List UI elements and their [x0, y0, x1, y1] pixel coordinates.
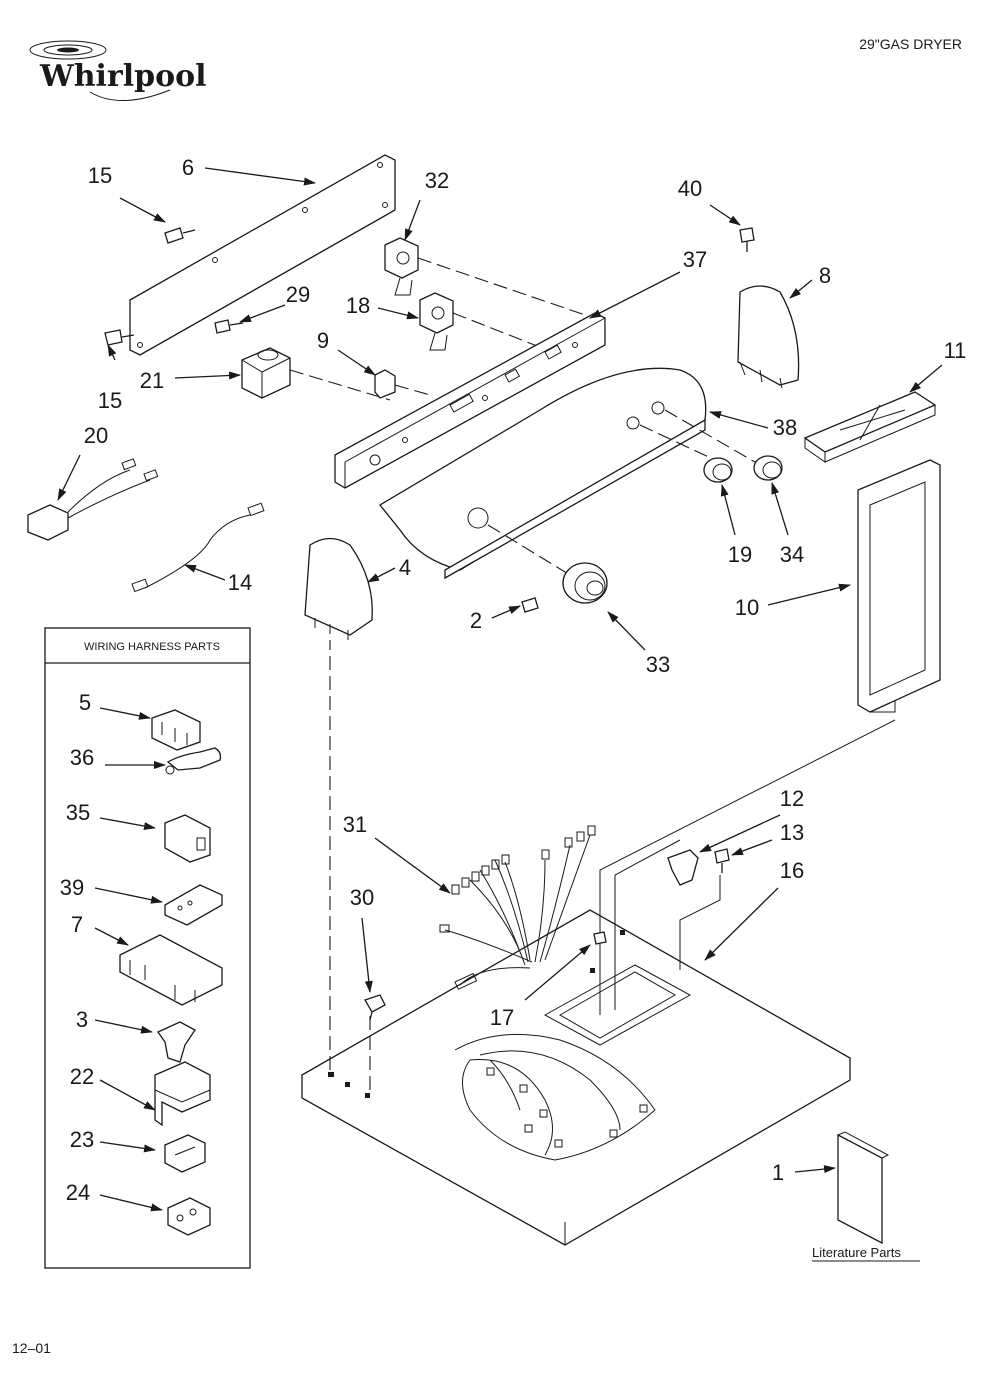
- callout-9: 9: [317, 328, 329, 353]
- timer: [241, 347, 291, 399]
- end-cap-right: [737, 285, 800, 389]
- callout-33: 33: [646, 652, 670, 677]
- callout-23: 23: [70, 1127, 94, 1152]
- callout-labels: 15 6 15 29 21 9 32 18 40 8 37 11 38 19 3…: [60, 155, 967, 1205]
- callout-34: 34: [780, 542, 804, 567]
- callout-15-bottom: 15: [98, 388, 122, 413]
- wiring-harness-box-title: WIRING HARNESS PARTS: [84, 641, 220, 653]
- callout-38: 38: [773, 415, 797, 440]
- callout-11: 11: [944, 338, 967, 363]
- end-cap-left: [304, 537, 373, 640]
- leader-lines: [57, 167, 943, 1212]
- callout-6: 6: [182, 155, 194, 180]
- wiring-harness-box: WIRING HARNESS PARTS: [44, 627, 251, 1269]
- harness-20: [27, 458, 159, 541]
- connector-7: [119, 934, 223, 1006]
- connector-23: [164, 1134, 206, 1173]
- connector-3: [157, 1021, 196, 1063]
- callout-19: 19: [728, 542, 752, 567]
- callout-20: 20: [84, 423, 108, 448]
- callout-14: 14: [228, 570, 252, 595]
- literature-label: Literature Parts: [812, 1245, 901, 1260]
- screw-40: [739, 227, 755, 252]
- callout-39: 39: [60, 875, 84, 900]
- brand-name: Whirlpool: [39, 59, 207, 94]
- callout-8: 8: [819, 263, 831, 288]
- callout-4: 4: [399, 555, 411, 580]
- callout-17: 17: [490, 1005, 514, 1030]
- switch-32: [384, 237, 419, 296]
- lint-screen: [803, 391, 937, 463]
- callout-29: 29: [286, 282, 310, 307]
- footer-code: 12–01: [12, 1340, 51, 1356]
- callout-13: 13: [780, 820, 804, 845]
- knob-34: [753, 455, 783, 481]
- callout-5: 5: [79, 690, 91, 715]
- connector-22: [154, 1061, 211, 1127]
- callout-36: 36: [70, 745, 94, 770]
- callout-35: 35: [66, 800, 90, 825]
- callout-2: 2: [470, 608, 482, 633]
- top-panel: [300, 909, 852, 1246]
- callout-30: 30: [350, 885, 374, 910]
- callout-10: 10: [735, 595, 759, 620]
- bracket-9: [374, 369, 396, 399]
- wire-harness-main: [439, 825, 596, 990]
- callout-7: 7: [71, 912, 83, 937]
- callout-18: 18: [346, 293, 370, 318]
- clip-12: [667, 849, 699, 886]
- screw-2: [521, 597, 539, 613]
- callout-12: 12: [780, 786, 804, 811]
- screw-15-top: [164, 227, 196, 244]
- connector-5: [151, 709, 201, 751]
- control-console: [379, 367, 707, 580]
- callout-24: 24: [66, 1180, 90, 1205]
- screw-29: [214, 319, 244, 334]
- callout-32: 32: [425, 168, 449, 193]
- callout-31: 31: [343, 812, 367, 837]
- callout-40: 40: [678, 176, 702, 201]
- wire-14: [131, 502, 265, 593]
- callout-16: 16: [780, 858, 804, 883]
- wire-harness-lower: [454, 1033, 656, 1161]
- screw-15-bottom: [104, 329, 135, 346]
- rear-panel: [129, 154, 396, 356]
- terminal-36: [165, 747, 222, 775]
- connector-24: [167, 1197, 211, 1236]
- callout-37: 37: [683, 247, 707, 272]
- callout-1: 1: [772, 1160, 784, 1185]
- screw-17: [593, 931, 607, 945]
- literature-booklet: [837, 1131, 890, 1245]
- lint-housing: [857, 459, 941, 713]
- knob-33: [562, 562, 608, 604]
- callout-22: 22: [70, 1064, 94, 1089]
- callout-15-top: 15: [88, 163, 112, 188]
- callout-3: 3: [76, 1007, 88, 1032]
- connector-35: [164, 814, 211, 863]
- switch-18: [419, 292, 454, 351]
- clip-30: [364, 994, 386, 1021]
- screw-13: [714, 848, 730, 873]
- page-title: 29"GAS DRYER: [859, 36, 962, 52]
- connector-39: [164, 884, 223, 926]
- callout-21: 21: [140, 368, 164, 393]
- knob-19: [703, 457, 733, 483]
- whirlpool-logo: Whirlpool: [29, 40, 207, 101]
